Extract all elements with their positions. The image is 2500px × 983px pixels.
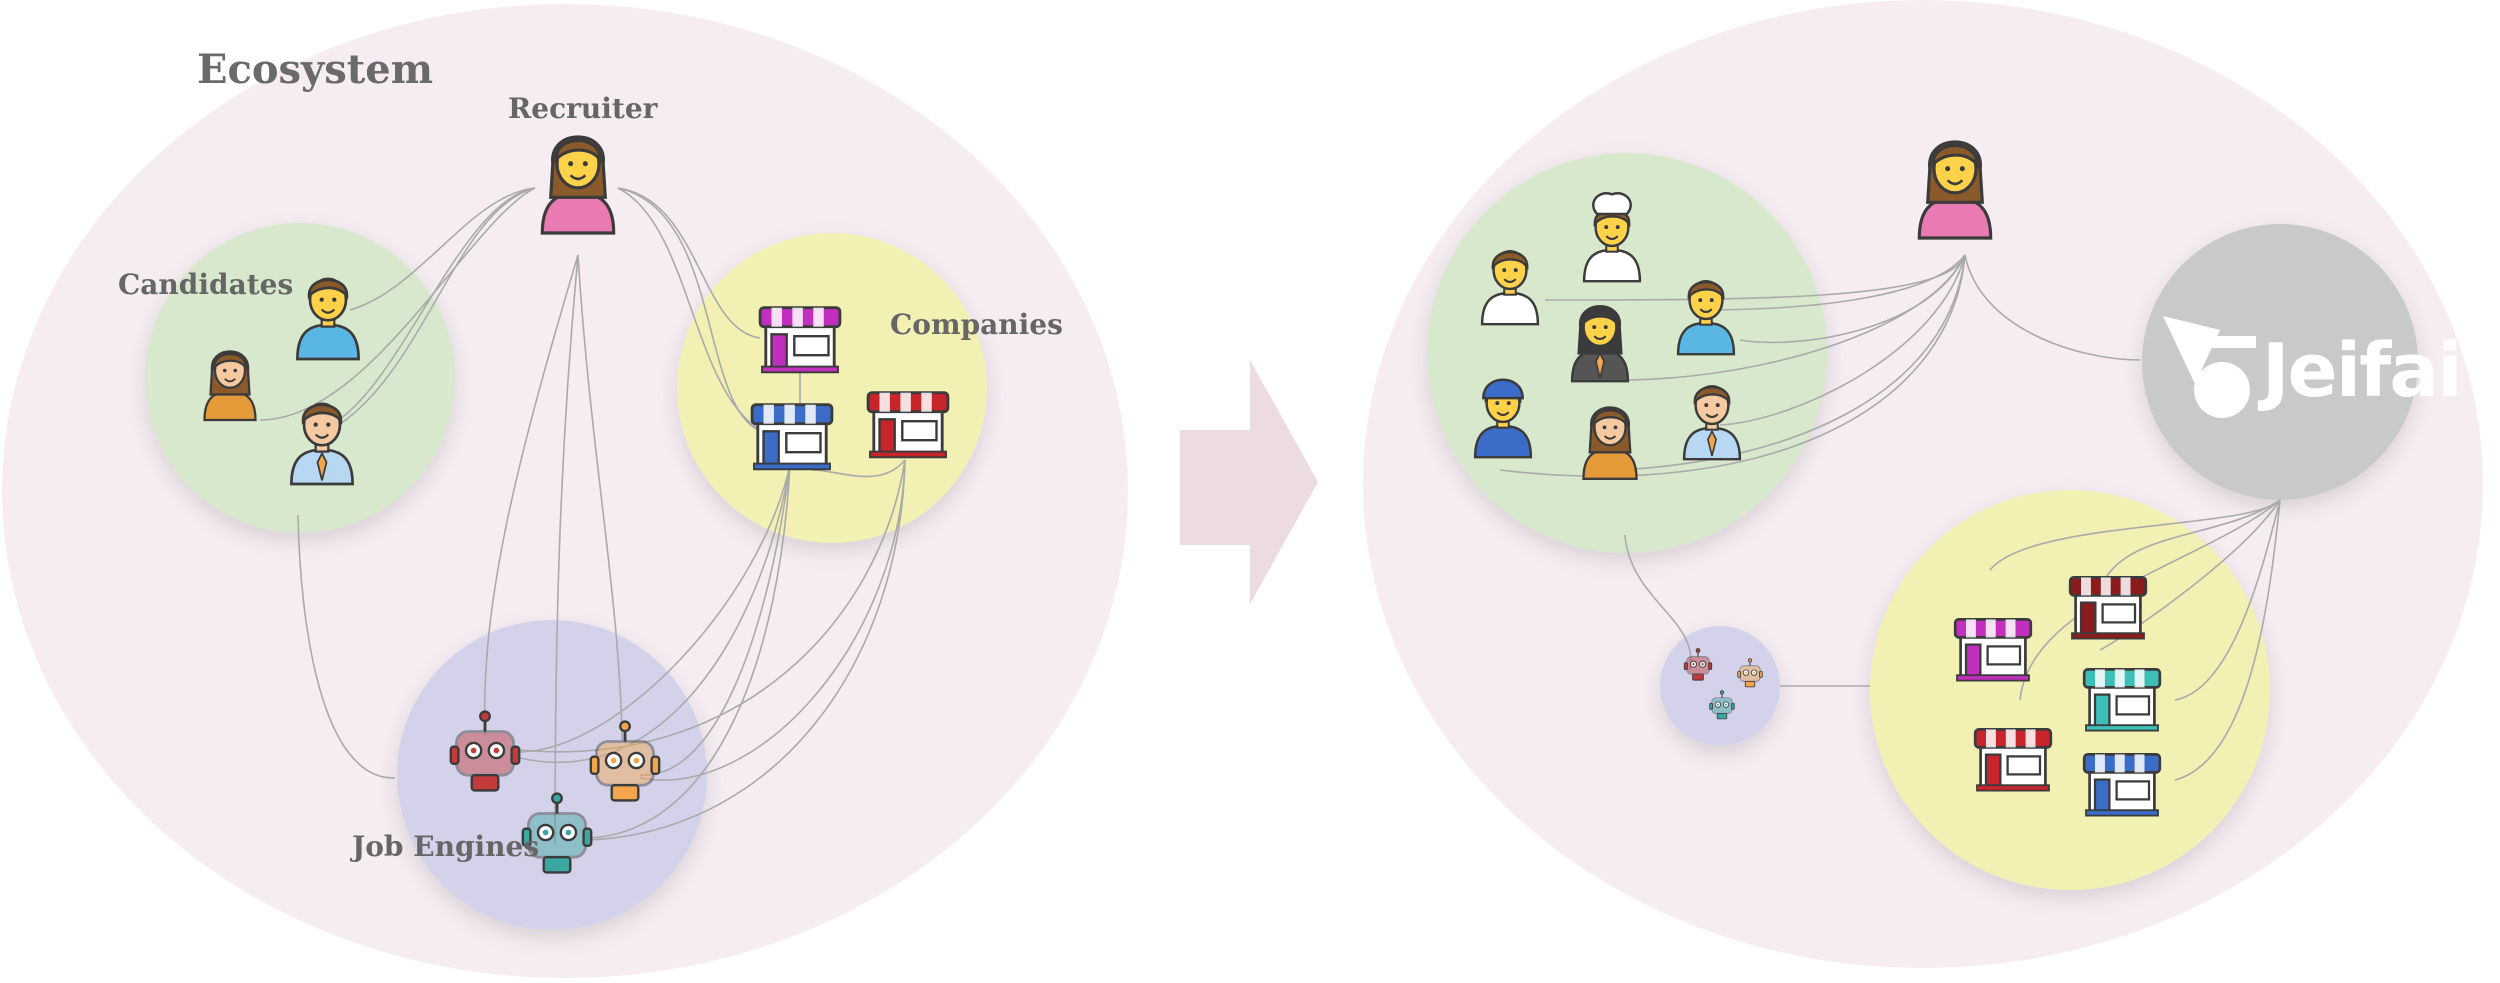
company-store-magenta-icon (758, 306, 842, 374)
company-store-maroon-icon (2068, 576, 2148, 640)
woman-tipping-hand-icon (1917, 140, 1993, 240)
company-store-red-icon-2 (1973, 728, 2053, 792)
job-engine-robot-red-icon-2 (1683, 648, 1713, 681)
woman-facepalming-icon (540, 135, 616, 235)
candidate-judge-icon (1570, 305, 1630, 383)
jeifai-logo-icon (2163, 316, 2256, 418)
jeifai-cluster (2142, 224, 2418, 500)
candidates-cluster (145, 223, 455, 533)
company-store-blue-icon (750, 403, 834, 471)
connectors-left (259, 187, 906, 846)
candidate-chef-icon (1582, 192, 1642, 283)
arrow-right-icon (1180, 360, 1318, 604)
company-store-blue-icon-2 (2082, 753, 2162, 817)
job-engine-robot-red-icon (449, 710, 521, 792)
candidate-raising-hand-icon (296, 277, 360, 361)
candidate-office-worker-icon (290, 402, 354, 486)
job-engines-cluster-right (1660, 626, 1780, 746)
job-engine-robot-teal-icon (521, 792, 593, 874)
candidate-scientist-icon (1480, 249, 1540, 326)
jeifai-logo-text: Jeifai (2262, 328, 2463, 414)
company-store-red-icon (866, 391, 950, 459)
candidate-mechanic-icon-2 (1582, 406, 1638, 480)
connectors-right (1499, 254, 2281, 781)
job-engine-robot-orange-icon (589, 720, 661, 802)
candidate-welder-icon (1473, 378, 1533, 459)
job-engine-robot-orange-icon-2 (1737, 658, 1763, 688)
job-engines-label: Job Engines (352, 830, 540, 863)
ecosystem-title: Ecosystem (197, 46, 434, 93)
job-engine-robot-teal-icon-2 (1709, 690, 1735, 720)
job-engines-cluster (397, 620, 707, 930)
candidates-label: Candidates (118, 268, 294, 301)
company-store-magenta-icon-2 (1953, 618, 2033, 682)
companies-cluster-right (1870, 490, 2270, 890)
recruiter-label: Recruiter (508, 92, 658, 125)
candidate-raising-hand-icon-2 (1676, 279, 1736, 356)
candidate-office-worker-icon-2 (1682, 384, 1742, 461)
company-store-teal-icon (2082, 668, 2162, 732)
candidate-mechanic-icon (203, 350, 257, 422)
companies-label: Companies (890, 308, 1063, 341)
